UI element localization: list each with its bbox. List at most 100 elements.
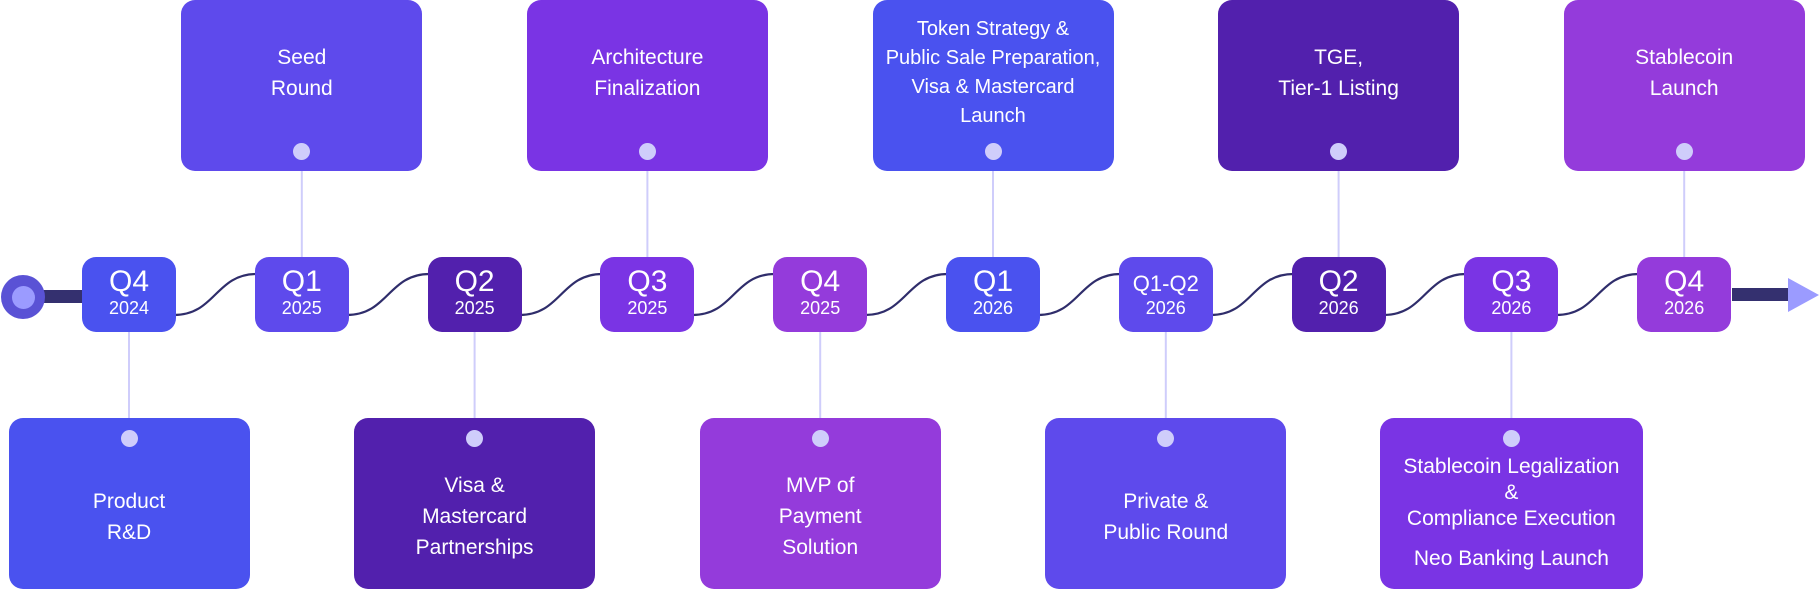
milestone-line: Public Sale Preparation, — [885, 46, 1101, 69]
milestone-line: Round — [270, 76, 333, 100]
milestone-line: Product — [92, 489, 166, 513]
quarter-label: Q3 — [627, 265, 668, 298]
quarter-label: Q4 — [108, 265, 150, 298]
milestone-line: Public Round — [1103, 520, 1229, 544]
milestone-line: R&D — [106, 520, 152, 544]
connector-dot-icon — [1157, 430, 1175, 447]
quarter-label: Q4 — [800, 265, 841, 298]
milestone-card: TGE, Tier-1 Listing — [1218, 0, 1460, 171]
milestone-line: Private & — [1123, 489, 1209, 513]
milestone-text: Token Strategy & Public Sale Preparation,… — [886, 15, 1101, 131]
milestone-line: Launch — [1649, 76, 1719, 100]
connector-dot-icon — [1330, 143, 1348, 160]
milestone-line: Seed — [277, 45, 327, 69]
year-label: 2025 — [454, 298, 495, 318]
milestone-text: Private & Public Round — [1103, 486, 1228, 548]
connector-dot-icon — [293, 143, 311, 160]
timeline-start-marker-inner — [12, 286, 35, 309]
year-label: 2024 — [108, 298, 150, 318]
timeline-wave — [1383, 272, 1467, 317]
milestone-line: TGE, — [1314, 45, 1364, 69]
quarter-label: Q2 — [454, 265, 495, 298]
connector-dot-icon — [1675, 143, 1693, 160]
milestone-card: Private & Public Round — [1045, 418, 1287, 589]
timeline-arrow-icon — [1788, 278, 1819, 312]
milestone-line: Tier-1 Listing — [1278, 76, 1399, 100]
milestone-line: Visa & — [444, 474, 505, 497]
milestone-line: Solution — [782, 536, 859, 559]
quarter-label: Q3 — [1491, 265, 1532, 298]
year-label: 2026 — [1145, 298, 1186, 318]
milestone-line: Stablecoin — [1635, 45, 1734, 69]
timeline-start-bar — [40, 290, 84, 303]
year-label: 2026 — [1664, 298, 1705, 318]
timeline-wave — [1210, 272, 1294, 317]
year-label: 2026 — [1318, 298, 1359, 318]
milestone-line: Mastercard — [422, 505, 528, 528]
connector-dot-icon — [811, 430, 829, 447]
timeline-wave — [346, 272, 430, 317]
timeline-wave — [1037, 272, 1121, 317]
timeline-wave — [865, 272, 949, 317]
milestone-line: Architecture — [591, 45, 704, 69]
milestone-line: & — [1504, 480, 1519, 504]
quarter-label: Q2 — [1318, 265, 1359, 298]
timeline-wave — [173, 272, 257, 317]
connector-dot-icon — [1502, 430, 1520, 447]
quarter-label: Q1 — [281, 265, 322, 298]
milestone-line: Launch — [960, 104, 1026, 127]
milestone-line: MVP of — [785, 474, 855, 497]
timeline-end-bar — [1732, 288, 1792, 301]
milestone-text: TGE, Tier-1 Listing — [1278, 42, 1399, 104]
milestone-card: Stablecoin Legalization&Compliance Execu… — [1379, 418, 1643, 589]
quarter-label: Q4 — [1664, 265, 1705, 298]
milestone-text: Stablecoin Legalization&Compliance Execu… — [1403, 454, 1619, 572]
quarter-label: Q1 — [972, 265, 1014, 298]
milestone-line: Token Strategy & — [916, 17, 1070, 40]
quarter-label: Q1-Q2 — [1132, 271, 1199, 296]
timeline-start-marker-icon — [1, 275, 45, 319]
milestone-card: Token Strategy & Public Sale Preparation,… — [872, 0, 1114, 171]
year-label: 2025 — [627, 298, 668, 318]
connector-dot-icon — [466, 430, 484, 447]
year-label: 2026 — [972, 298, 1014, 318]
connector-dot-icon — [984, 143, 1002, 160]
milestone-line: Compliance Execution — [1406, 506, 1616, 530]
milestone-line: Stablecoin Legalization — [1403, 454, 1620, 478]
year-label: 2025 — [800, 298, 841, 318]
connector-dot-icon — [638, 143, 656, 160]
milestone-line: Partnerships — [415, 536, 534, 559]
milestone-line: Payment — [778, 505, 862, 528]
connector-dot-icon — [120, 430, 138, 447]
year-label: 2025 — [281, 298, 322, 318]
milestone-line: Finalization — [594, 76, 701, 100]
milestone-line: Visa & Mastercard — [911, 75, 1075, 98]
timeline-wave — [1556, 272, 1640, 317]
timeline-wave — [692, 272, 776, 317]
timeline-wave — [519, 272, 603, 317]
milestone-extra-line: Neo Banking Launch — [1413, 546, 1609, 570]
